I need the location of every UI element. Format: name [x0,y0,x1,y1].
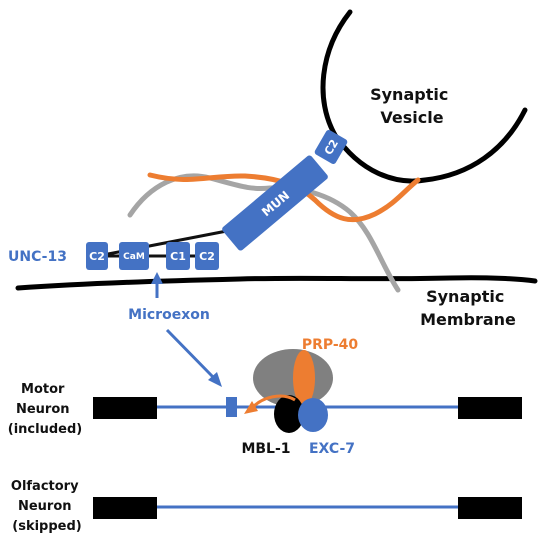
orange-strand [147,172,421,223]
svg-text:C2: C2 [89,250,105,263]
c1-domain: C1 [166,242,190,270]
splicing-arrowhead [244,401,258,414]
microexon-label: Microexon [128,307,210,323]
svg-text:CaM: CaM [123,252,145,262]
olfactory-neuron-label: Olfactory Neuron (skipped) [11,479,83,534]
synaptic-membrane-line [15,275,538,291]
synaptic-vesicle-outline [320,9,528,184]
splicing-arrow [250,394,296,410]
synaptic-membrane-label: Synaptic Membrane [420,287,516,329]
c2-domain-a: C2 [86,242,108,270]
exon-left-motor [93,397,157,419]
exon-right-olfactory [458,497,522,519]
mbl1-label: MBL-1 [241,441,290,457]
mun-domain: MUN [222,155,328,251]
c2-domain-b: C2 [195,242,219,270]
microexon-box [226,397,237,417]
synaptic-vesicle-label: Synaptic Vesicle [370,85,454,127]
prp40-factor [293,350,315,406]
splicing-complex [244,349,333,433]
microexon-to-protein-arrow [151,272,163,298]
exon-left-olfactory [93,497,157,519]
exc7-label: EXC-7 [309,441,355,457]
prp40-label: PRP-40 [302,337,359,353]
exc7-factor [298,398,328,432]
olfactory-neuron-gene [93,497,522,519]
motor-neuron-label: Motor Neuron (included) [8,382,82,437]
c2-domain-top: C2 [314,129,348,165]
motor-neuron-gene [93,397,522,419]
unc13-label: UNC-13 [8,249,67,265]
cam-domain: CaM [119,242,149,270]
mbl1-factor [274,395,304,433]
svg-text:C2: C2 [199,250,215,263]
svg-text:C1: C1 [170,250,186,263]
exon-right-motor [458,397,522,419]
microexon-to-gene-arrow [165,328,222,387]
